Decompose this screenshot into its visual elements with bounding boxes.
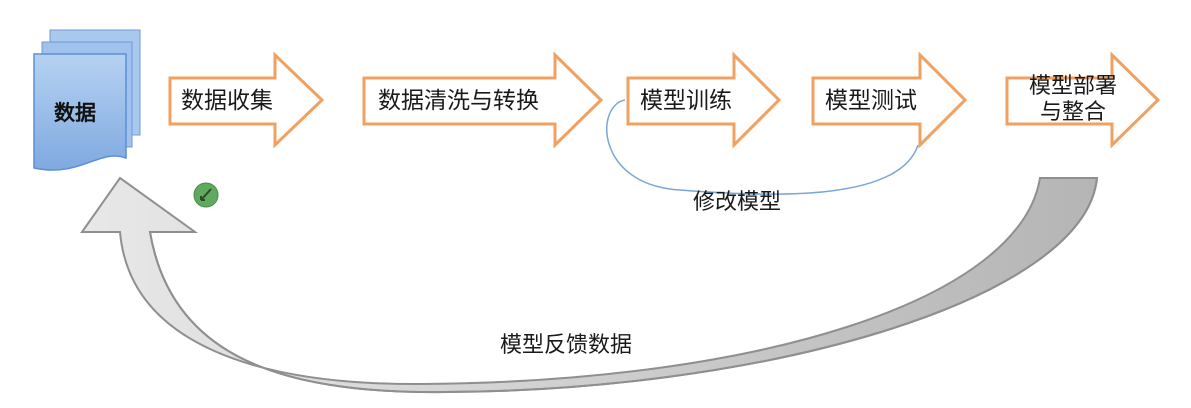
data-store-icon [33, 29, 141, 171]
step-arrow-train [626, 51, 782, 149]
step-label-clean: 数据清洗与转换 [378, 88, 539, 114]
data-store-label: 数据 [54, 101, 96, 125]
feedback-arrow-band [80, 176, 1099, 394]
step-label-collect: 数据收集 [181, 88, 273, 114]
step-arrow-deploy [1005, 51, 1161, 149]
step-arrow-clean [362, 51, 604, 149]
revise-loop-line [606, 99, 919, 195]
step-label-deploy: 模型部署 与整合 [1014, 74, 1132, 127]
step-label-test: 模型测试 [825, 88, 917, 114]
step-arrow-collect [168, 51, 325, 149]
feedback-arrow [80, 176, 1099, 394]
step-arrow-test [811, 51, 968, 149]
step-label-train: 模型训练 [640, 88, 732, 114]
cursor-indicator [193, 182, 219, 208]
step-label-deploy-line2: 与整合 [1039, 100, 1106, 126]
feedback-label: 模型反馈数据 [500, 333, 633, 358]
revise-loop-label: 修改模型 [693, 190, 782, 215]
step-label-deploy-line1: 模型部署 [1028, 74, 1117, 99]
feedback-arrow-inner [149, 177, 1098, 394]
